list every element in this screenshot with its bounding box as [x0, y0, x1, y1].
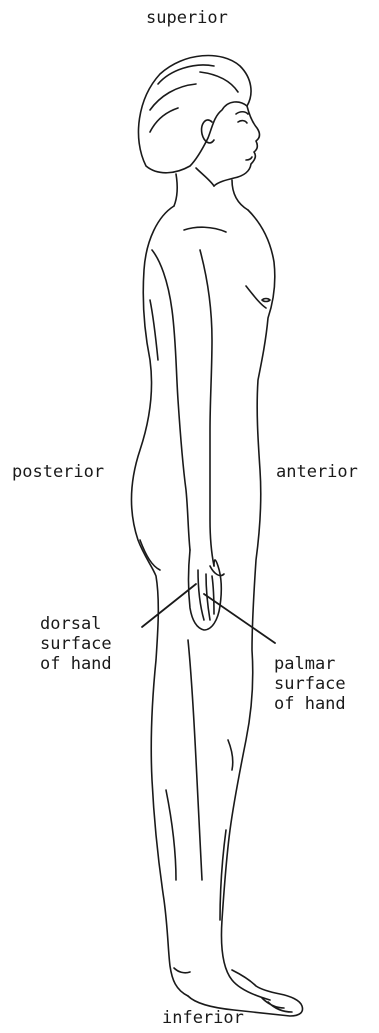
label-palmar-surface-of-hand: palmar surface of hand — [274, 654, 346, 714]
brow — [236, 112, 248, 114]
hair — [138, 56, 251, 173]
label-posterior: posterior — [12, 462, 104, 482]
dorsal-line-3: of hand — [40, 654, 112, 674]
hand — [189, 550, 222, 630]
palmar-line-1: palmar — [274, 654, 346, 674]
nipple — [262, 299, 270, 302]
thigh-inner — [188, 640, 202, 880]
shoulder-line — [184, 227, 226, 232]
arm-front — [200, 250, 214, 566]
dorsal-leader-line — [142, 584, 196, 627]
back-outline — [131, 206, 188, 996]
ankle — [174, 968, 190, 973]
jaw — [196, 168, 214, 186]
label-superior: superior — [146, 8, 228, 28]
label-anterior: anterior — [276, 462, 358, 482]
label-inferior: inferior — [162, 1008, 244, 1028]
neck-front — [232, 180, 248, 210]
toes — [262, 998, 292, 1012]
label-dorsal-surface-of-hand: dorsal surface of hand — [40, 614, 112, 674]
palmar-line-2: surface — [274, 674, 346, 694]
calf — [166, 790, 176, 880]
neck-back — [174, 174, 177, 206]
hair-strands — [150, 65, 238, 132]
front-outline — [221, 210, 274, 1000]
dorsal-line-1: dorsal — [40, 614, 112, 634]
back-contour — [150, 300, 158, 360]
palmar-leader-line — [204, 594, 275, 643]
dorsal-line-2: surface — [40, 634, 112, 654]
face-profile — [214, 106, 260, 186]
knee — [228, 740, 233, 770]
palmar-line-3: of hand — [274, 694, 346, 714]
mouth — [246, 157, 252, 160]
chest-contour — [246, 286, 266, 308]
thumb — [210, 566, 224, 576]
shoulder-arm-back — [152, 250, 190, 550]
eye — [238, 121, 247, 123]
